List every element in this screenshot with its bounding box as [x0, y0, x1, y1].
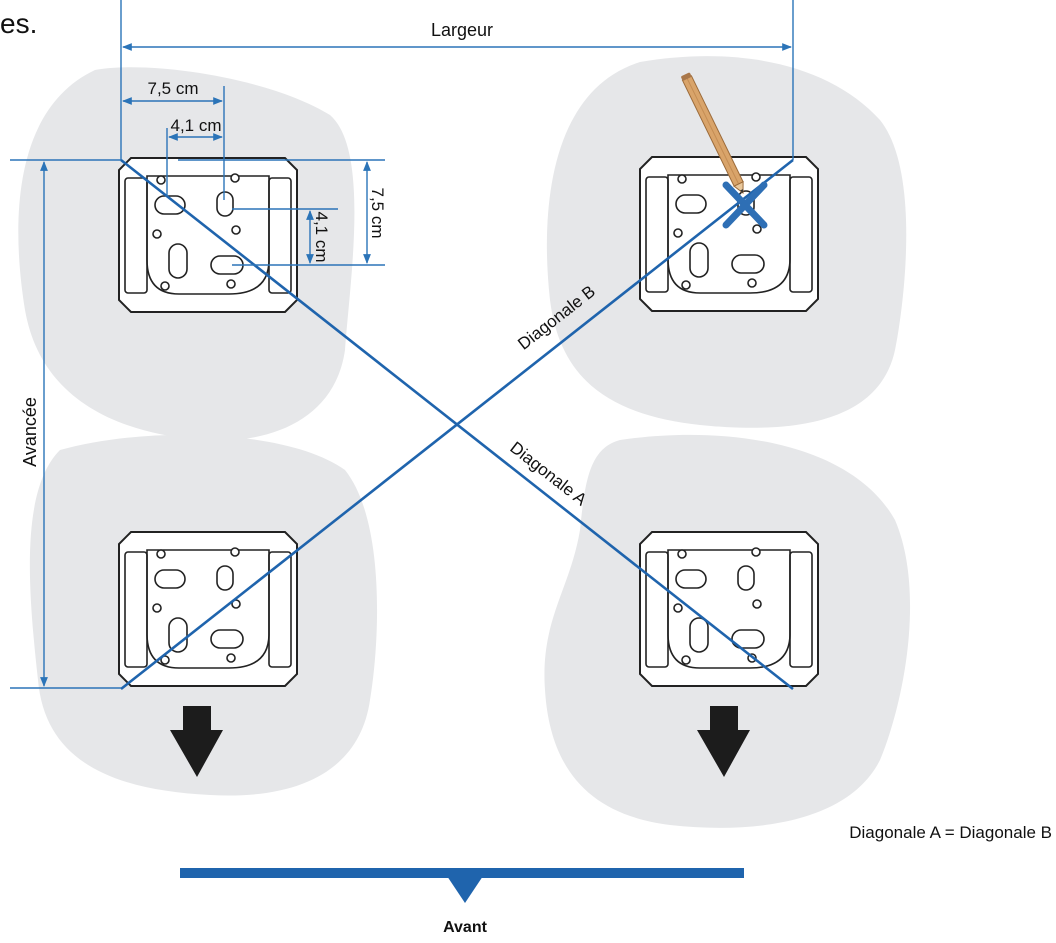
depth-label: Avancée	[20, 397, 40, 467]
arrow-down-icon	[697, 706, 750, 777]
foot-plate-top-left	[118, 157, 298, 313]
dim-41-horizontal-label: 4,1 cm	[170, 116, 221, 135]
foot-plate-bottom-right	[639, 531, 819, 687]
front-indicator-triangle	[445, 873, 485, 903]
top-text-fragment: es.	[0, 8, 37, 39]
pencil-icon	[681, 72, 744, 195]
width-label: Largeur	[431, 20, 493, 40]
front-label: Avant	[443, 919, 488, 936]
dim-41-vertical-label: 4,1 cm	[312, 211, 331, 262]
foot-plate-bottom-left	[118, 531, 298, 687]
x-mark-icon	[722, 181, 768, 229]
dim-75-vertical-label: 7,5 cm	[368, 187, 387, 238]
dim-75-horizontal-label: 7,5 cm	[147, 79, 198, 98]
foot-plate-top-right	[639, 156, 819, 312]
diagonal-equation: Diagonale A = Diagonale B	[849, 823, 1052, 842]
diagonal-b-line	[120, 158, 794, 691]
arrow-down-icon	[170, 706, 223, 777]
